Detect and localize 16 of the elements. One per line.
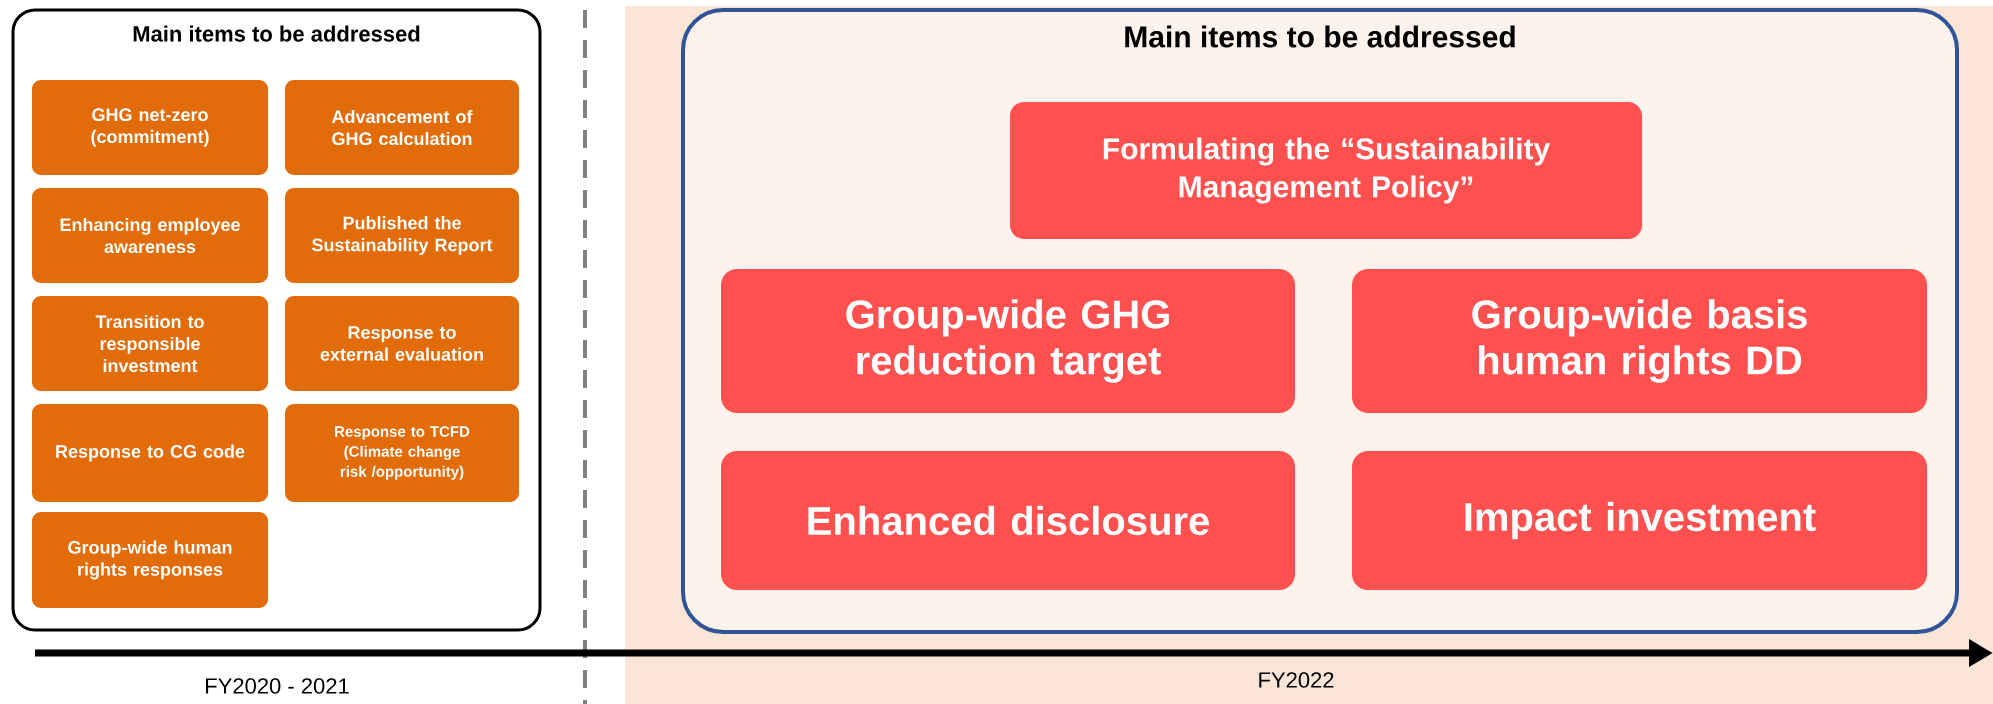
item-box: Transition to responsible investment xyxy=(32,296,268,391)
item-box: Response to CG code xyxy=(32,404,268,502)
item-box: Enhanced disclosure xyxy=(721,451,1295,590)
item-box: Impact investment xyxy=(1352,451,1928,590)
item-box: Published the Sustainability Report xyxy=(285,188,519,283)
item-box: Enhancing employee awareness xyxy=(32,188,268,283)
item-box: Advancement of GHG calculation xyxy=(285,80,519,175)
period-label: FY2020 - 2021 xyxy=(206,678,349,694)
period-label: FY2022 xyxy=(1259,672,1334,688)
item-box: Group-wide human rights responses xyxy=(32,512,268,608)
item-box: Group-wide GHG reduction target xyxy=(721,269,1295,413)
item-box: Group-wide basis human rights DD xyxy=(1352,269,1928,413)
item-box: Formulating the “Sustainability Management Policy” xyxy=(1010,102,1642,239)
item-box: Response to external evaluation xyxy=(285,296,519,391)
item-box: GHG net-zero (commitment) xyxy=(32,80,268,175)
item-box: Response to TCFD (Climate change risk /opportunity) xyxy=(285,404,519,502)
